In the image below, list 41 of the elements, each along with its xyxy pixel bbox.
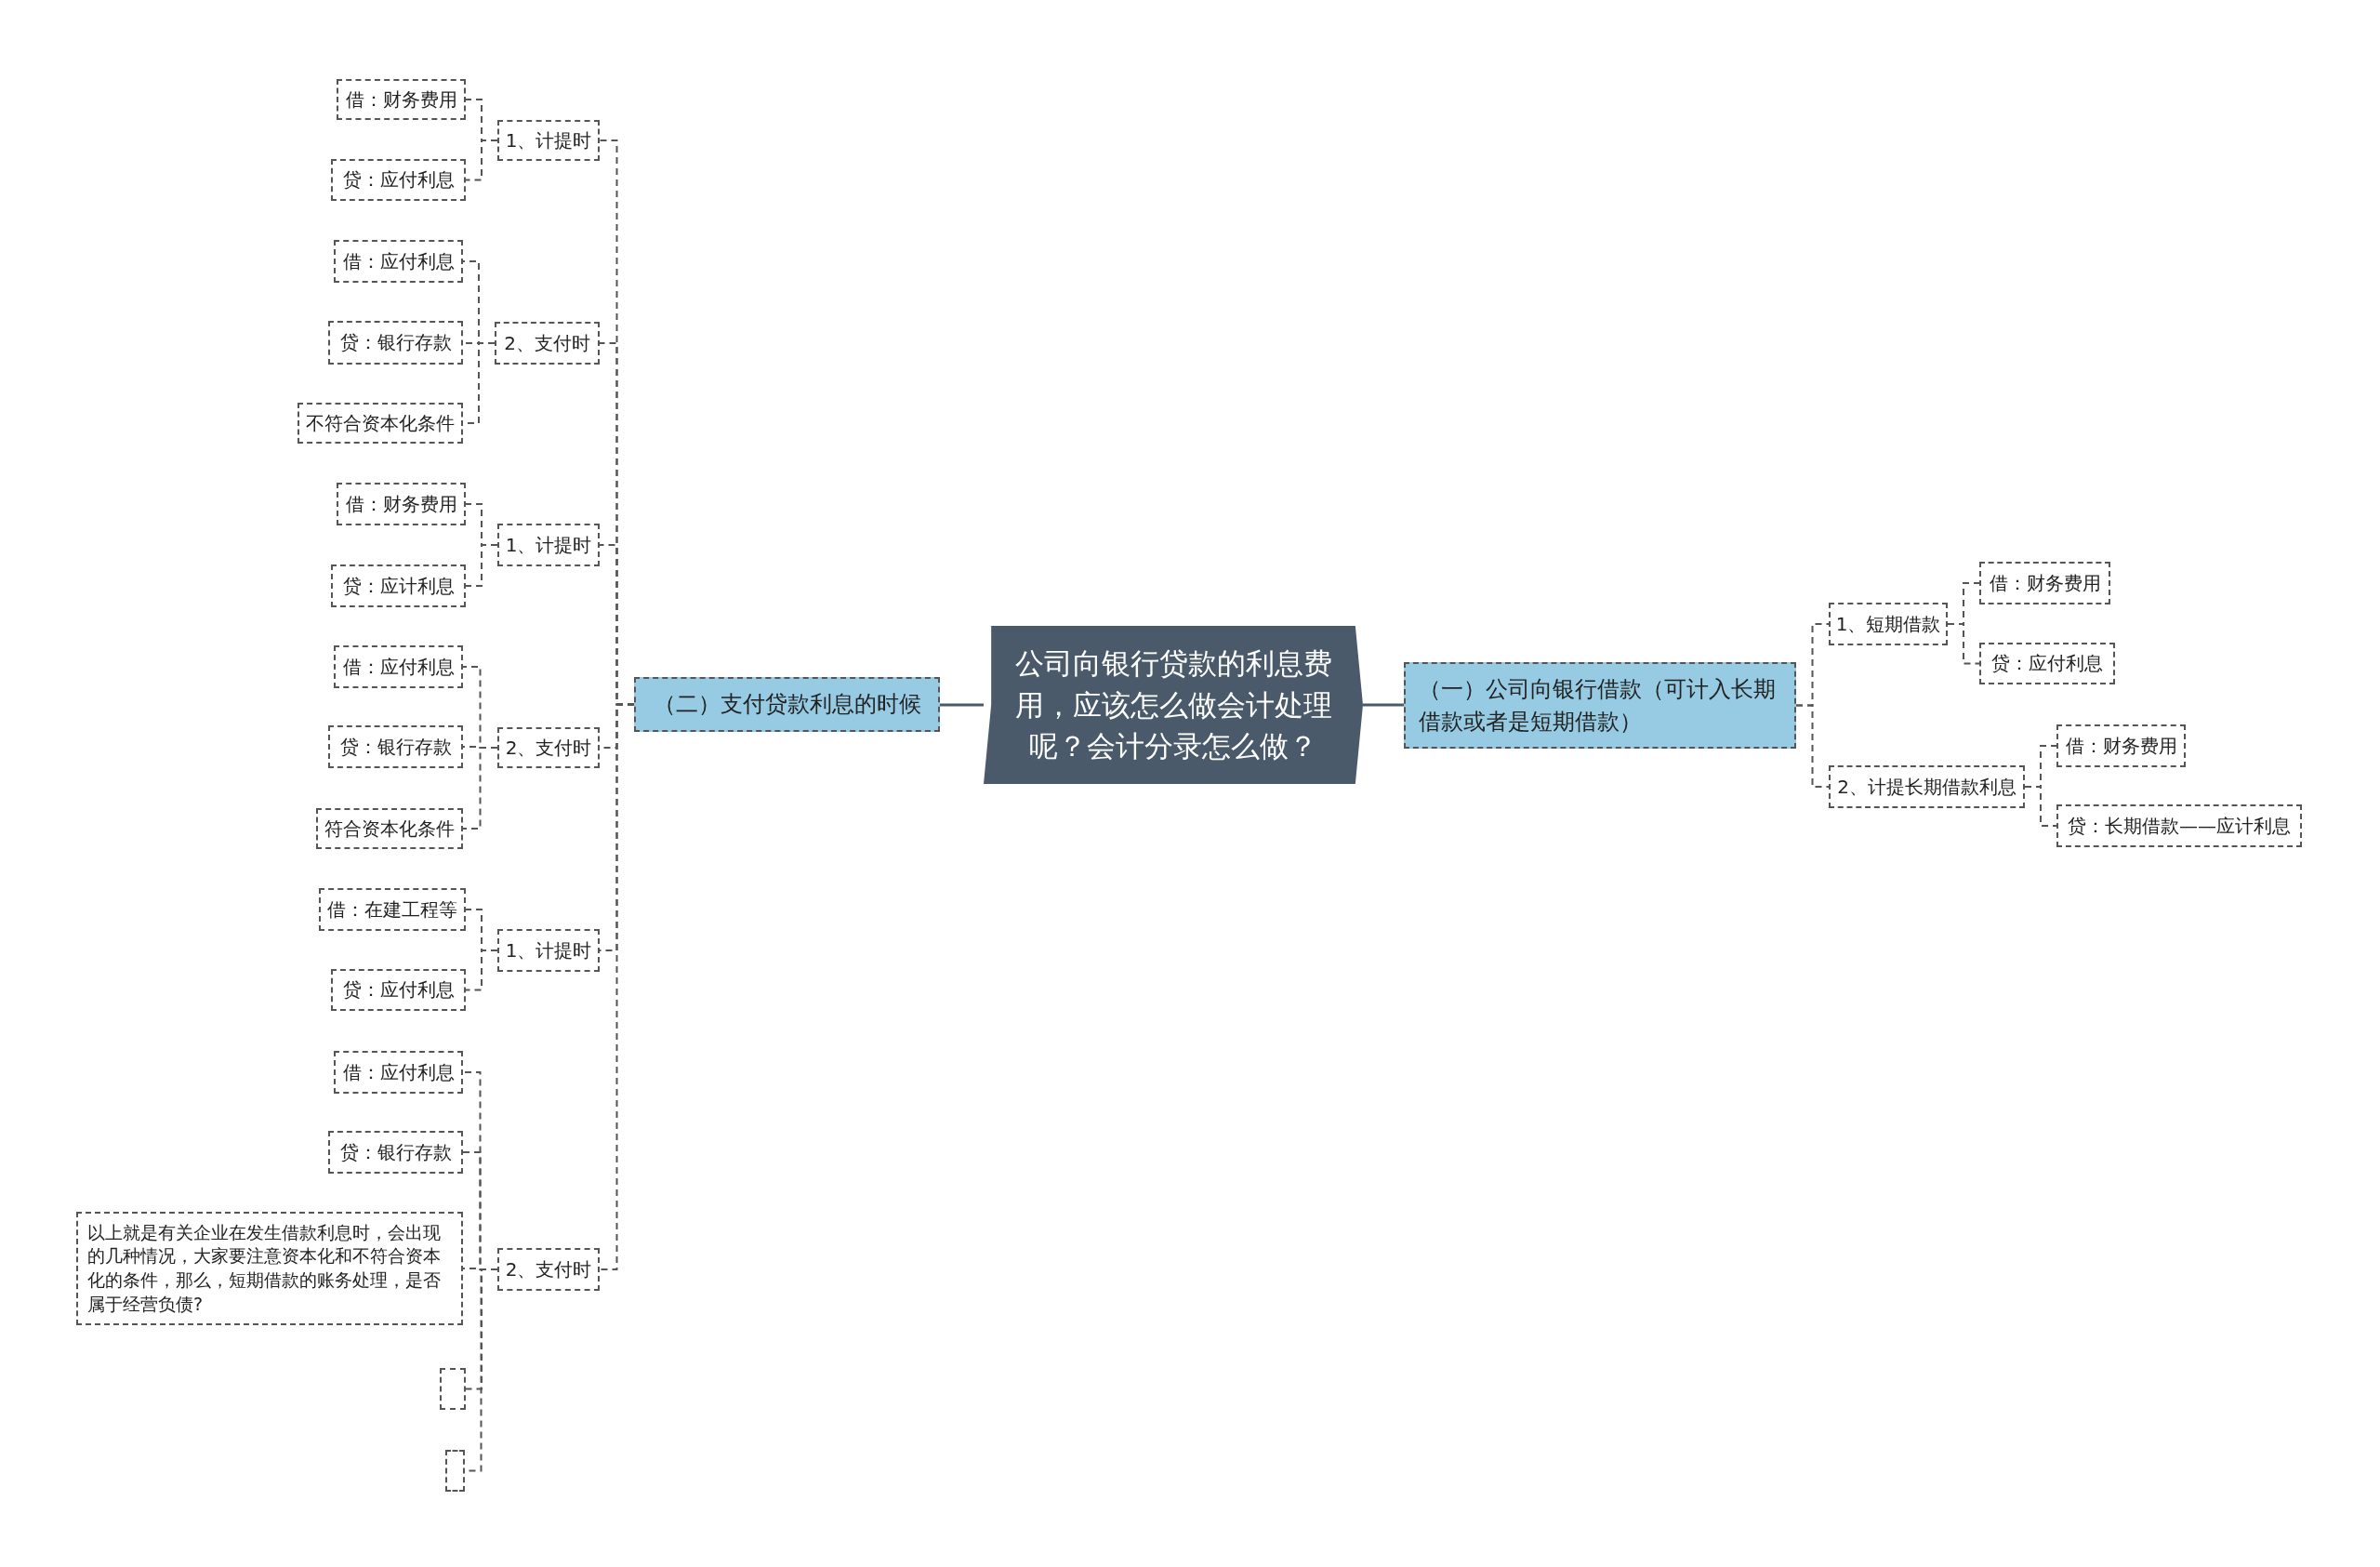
empty-box	[440, 1368, 466, 1410]
topic-box: 借：应付利息	[334, 645, 463, 688]
topic-box: 1、计提时	[497, 524, 600, 566]
connector	[1795, 704, 1830, 788]
topic-box: 2、支付时	[495, 322, 600, 365]
topic-box: 贷：应付利息	[331, 159, 466, 201]
topic-box: 2、支付时	[497, 1248, 600, 1291]
connector	[465, 949, 498, 991]
central-topic: 公司向银行贷款的利息费用，应该怎么做会计处理呢？会计分录怎么做？	[984, 626, 1363, 784]
topic-box: 借：应付利息	[334, 1051, 463, 1094]
topic-box: 贷：长期借款——应计利息	[2056, 804, 2302, 847]
topic-box: 1、计提时	[497, 120, 600, 161]
topic-box: 借：财务费用	[1979, 562, 2110, 604]
empty-box	[445, 1450, 465, 1492]
topic-box: 借：财务费用	[2056, 724, 2186, 767]
topic-box: 贷：银行存款	[328, 1131, 463, 1174]
connector	[465, 139, 498, 181]
topic-box: 贷：应计利息	[331, 564, 466, 607]
connector	[2024, 786, 2057, 827]
connector	[1947, 623, 1980, 665]
topic-box: 符合资本化条件	[316, 808, 463, 849]
topic-box: 贷：应付利息	[331, 969, 466, 1011]
topic-box: 借：应付利息	[334, 240, 463, 283]
topic-box: 借：在建工程等	[319, 888, 466, 931]
connector	[465, 544, 498, 587]
topic-box: 贷：应付利息	[1979, 643, 2115, 684]
topic-box: 借：财务费用	[337, 79, 466, 120]
connector	[462, 747, 498, 830]
topic-box: 1、短期借款	[1829, 603, 1948, 645]
topic-box: 贷：银行存款	[328, 321, 463, 365]
topic-box: 2、支付时	[497, 727, 600, 768]
topic-box: 借：财务费用	[337, 483, 466, 525]
topic-box: 2、计提长期借款利息	[1829, 765, 2025, 808]
branch-topic: （一）公司向银行借款（可计入长期借款或者是短期借款）	[1404, 662, 1796, 749]
connector	[940, 703, 984, 707]
note-box: 以上就是有关企业在发生借款利息时，会出现的几种情况，大家要注意资本化和不符合资本化的条件，那么，短期借款的账务处理，是否属于经营负债?	[76, 1212, 463, 1325]
topic-box: 贷：银行存款	[328, 725, 463, 768]
topic-box: 不符合资本化条件	[298, 403, 463, 444]
branch-topic: （二）支付贷款利息的时候	[634, 677, 940, 732]
connector	[1363, 703, 1404, 707]
topic-box: 1、计提时	[497, 929, 600, 972]
